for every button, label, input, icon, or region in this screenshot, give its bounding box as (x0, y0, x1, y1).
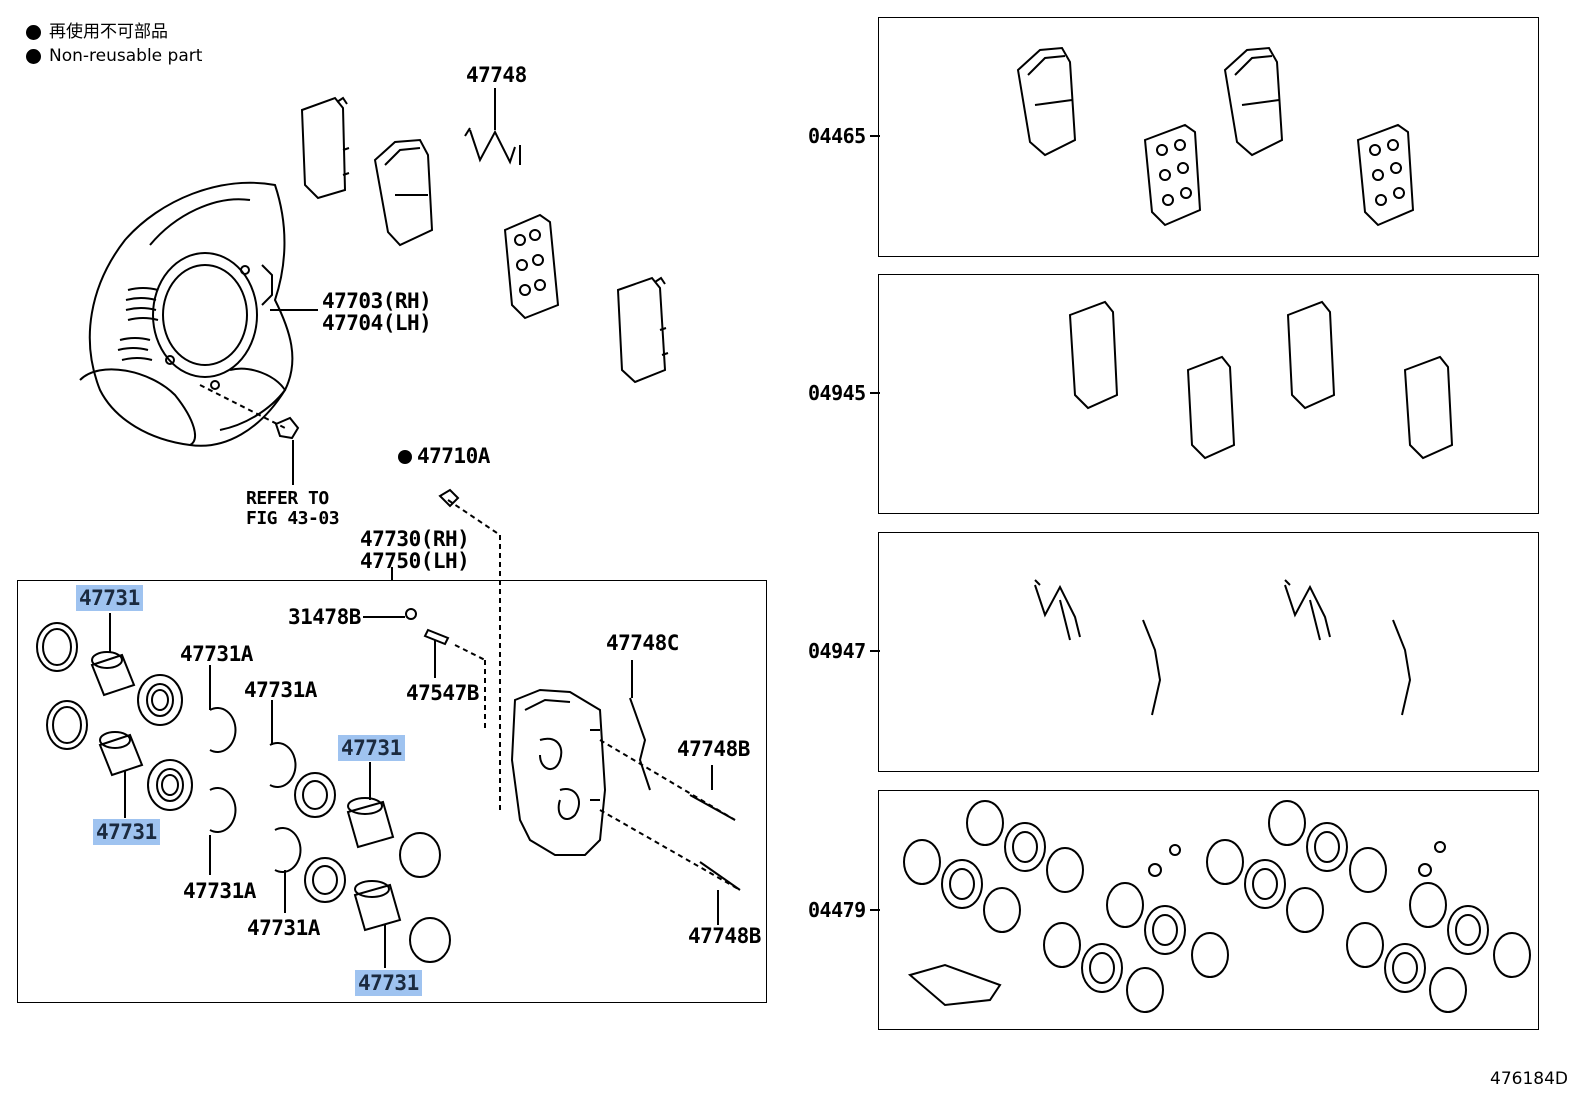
label-47731a-1[interactable]: 47731A (180, 642, 253, 666)
piston-leaders (109, 613, 386, 968)
kit-label-04945[interactable]: 04945 (808, 381, 866, 405)
kit-box-04479 (878, 790, 1539, 1030)
label-47731a-4[interactable]: 47731A (247, 916, 320, 940)
legend-row-en: Non-reusable part (26, 44, 202, 68)
kit-label-04465[interactable]: 04465 (808, 124, 866, 148)
shim-drawing (300, 96, 669, 384)
pin-47748b-1-drawing (689, 794, 736, 821)
bleeder-cap-31478b-icon (405, 608, 417, 620)
label-47731-highlight-3[interactable]: 47731 (338, 735, 405, 761)
label-47748c[interactable]: 47748C (606, 631, 679, 655)
pin-47748c-drawing (629, 697, 651, 791)
kit-04479-seals-drawing (903, 800, 1531, 1013)
leader-47710a-dash (447, 499, 501, 536)
bleeder-plug-47547b-icon (423, 628, 450, 646)
label-47750-lh[interactable]: 47750(LH) (360, 549, 470, 573)
label-refer-line2[interactable]: FIG 43-03 (246, 508, 340, 529)
label-47731-highlight-2[interactable]: 47731 (93, 819, 160, 845)
label-47710a[interactable]: 47710A (398, 445, 490, 467)
label-47704-lh[interactable]: 47704(LH) (322, 311, 432, 335)
pin-47748b-2-drawing (699, 861, 741, 891)
legend: 再使用不可部品 Non-reusable part (26, 20, 202, 68)
label-47731a-2[interactable]: 47731A (244, 678, 317, 702)
label-47731a-3[interactable]: 47731A (183, 879, 256, 903)
caliper-body-drawing (510, 688, 607, 856)
label-47703-rh[interactable]: 47703(RH) (322, 289, 432, 313)
kit-label-04947[interactable]: 04947 (808, 639, 866, 663)
kit-04945-shims-drawing (1068, 300, 1454, 460)
caliper-assembly-box (17, 580, 767, 1003)
kit-04947-springs-drawing (1034, 579, 1412, 716)
non-reusable-dot-icon (26, 24, 41, 40)
kit-box-04945 (878, 274, 1539, 514)
grease-packet-icon (907, 963, 1002, 1007)
brake-pad-drawing (373, 138, 560, 320)
label-31478b[interactable]: 31478B (288, 605, 361, 629)
kit-label-04479[interactable]: 04479 (808, 898, 866, 922)
label-47748b-upper[interactable]: 47748B (677, 737, 750, 761)
label-47731-highlight-4[interactable]: 47731 (355, 970, 422, 996)
legend-text-jp: 再使用不可部品 (49, 22, 168, 42)
legend-text-en: Non-reusable part (49, 46, 203, 66)
label-refer-line1[interactable]: REFER TO (246, 488, 329, 509)
label-47748b-lower[interactable]: 47748B (688, 924, 761, 948)
label-47748[interactable]: 47748 (466, 63, 527, 87)
piston-seal-set-drawing (36, 622, 451, 963)
spring-47748-drawing (464, 88, 521, 165)
kit-04465-pads-drawing (1016, 46, 1415, 227)
non-reusable-dot-icon (26, 48, 41, 64)
bleeder-cap-icon (438, 488, 460, 508)
label-47730-rh[interactable]: 47730(RH) (360, 527, 470, 551)
label-47710a-text: 47710A (417, 444, 490, 468)
figure-code: 476184D (1490, 1069, 1568, 1089)
label-47731-highlight-1[interactable]: 47731 (76, 585, 143, 611)
shield-bolt-drawing (199, 384, 300, 485)
legend-row-jp: 再使用不可部品 (26, 20, 202, 44)
label-47547b[interactable]: 47547B (406, 681, 479, 705)
non-reusable-dot-icon (398, 450, 412, 464)
kit-box-04947 (878, 532, 1539, 772)
kit-box-04465 (878, 17, 1539, 257)
dust-shield-drawing (79, 181, 294, 447)
